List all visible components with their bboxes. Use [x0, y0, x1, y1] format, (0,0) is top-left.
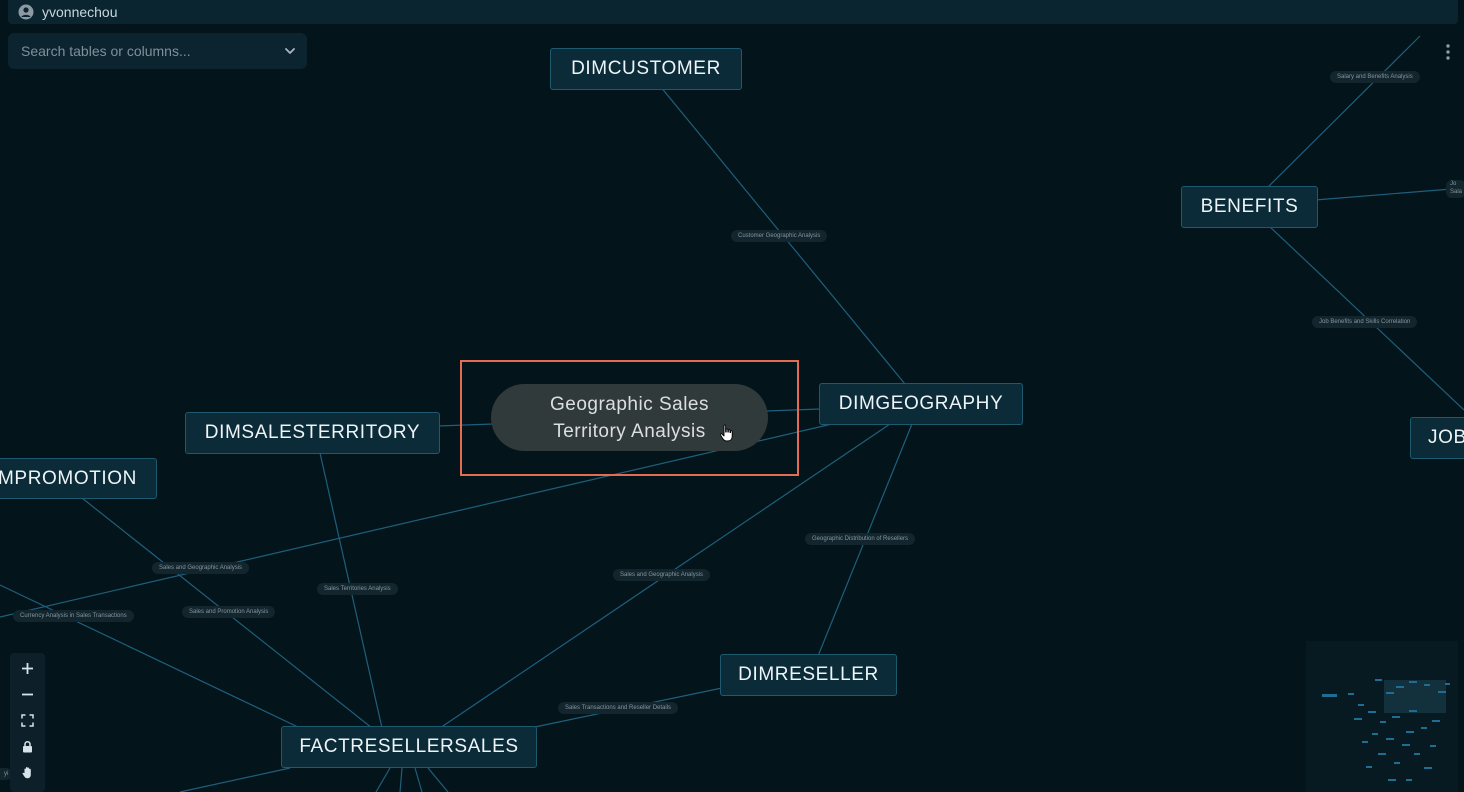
graph-controls	[10, 653, 45, 792]
edge	[765, 408, 821, 412]
minimap-node	[1394, 762, 1400, 764]
search-input[interactable]	[19, 42, 283, 60]
minimap-node	[1402, 744, 1410, 746]
minimap-node	[1438, 691, 1446, 693]
table-node-dimsalesterritory[interactable]: DIMSALESTERRITORY	[185, 412, 440, 454]
minimap-node	[1445, 683, 1450, 685]
hand-pointer-cursor-icon	[719, 424, 733, 442]
table-node-dimreseller[interactable]: DIMRESELLER	[720, 654, 897, 696]
minus-icon	[22, 693, 33, 695]
selection-highlight	[460, 360, 799, 476]
minimap-node	[1424, 684, 1430, 686]
lock-icon	[23, 740, 32, 752]
edge	[0, 423, 833, 618]
minimap-node	[1380, 721, 1386, 723]
search-box[interactable]	[8, 33, 307, 69]
minimap-node	[1421, 727, 1427, 729]
minimap-node	[1322, 694, 1337, 697]
minimap-node	[1392, 716, 1400, 718]
minimap-viewport	[1384, 680, 1446, 713]
minimap-node	[1375, 679, 1382, 681]
user-circle-icon	[18, 4, 34, 20]
user-bar[interactable]: yvonnechou	[8, 0, 1458, 24]
username: yvonnechou	[42, 4, 118, 20]
minimap-node	[1388, 779, 1396, 781]
minimap-node	[1409, 681, 1417, 683]
analysis-node-title-line1: Geographic Sales	[549, 393, 710, 415]
edge	[1314, 187, 1464, 201]
table-node-factresellersales[interactable]: FACTRESELLERSALES	[281, 726, 537, 768]
table-node-dimgeography[interactable]: DIMGEOGRAPHY	[819, 383, 1023, 425]
edge-label: Job Benefits and Skills Correlation	[1312, 316, 1418, 328]
minimap-node	[1414, 753, 1420, 755]
edge-label: Currency Analysis in Sales Transactions	[13, 610, 134, 622]
table-node-benefits[interactable]: BENEFITS	[1181, 186, 1318, 228]
minimap-node	[1432, 720, 1440, 722]
minimap-node	[1378, 753, 1386, 755]
minimap-node	[1372, 733, 1378, 735]
table-node-job[interactable]: JOB	[1410, 417, 1464, 459]
edge	[1264, 35, 1421, 191]
edge	[0, 584, 301, 729]
edge	[414, 767, 423, 792]
minimap-node	[1358, 704, 1364, 706]
minimap-node	[1348, 693, 1354, 695]
analysis-node[interactable]: Geographic Sales Territory Analysis	[491, 384, 768, 451]
edge-label: Sales Transactions and Reseller Details	[558, 702, 679, 714]
hand-icon	[22, 766, 31, 778]
plus-icon	[22, 662, 33, 674]
analysis-node-title-line2: Territory Analysis	[553, 420, 706, 442]
edge	[399, 767, 403, 792]
edge-label: yi	[0, 768, 13, 780]
fit-view-button[interactable]	[10, 707, 45, 733]
edge-label: Sales and Geographic Analysis	[613, 569, 711, 581]
minimap[interactable]	[1306, 641, 1458, 792]
edge	[375, 767, 391, 792]
minimap-node	[1424, 767, 1432, 769]
minimap-node	[1368, 711, 1376, 713]
table-node-dimcustomer[interactable]: DIMCUSTOMER	[550, 48, 742, 90]
minimap-node	[1354, 718, 1362, 720]
minimap-node	[1386, 738, 1394, 740]
edge-label: Sales Territories Analysis	[317, 583, 398, 595]
edge-label: Sales and Promotion Analysis	[182, 606, 276, 618]
zoom-out-button[interactable]	[10, 681, 45, 707]
minimap-node	[1430, 745, 1436, 747]
edge-label: Geographic Distribution of Resellers	[805, 533, 916, 545]
edge-label: Salary and Benefits Analysis	[1330, 71, 1420, 83]
edge	[179, 767, 291, 792]
minimap-node	[1366, 766, 1372, 768]
table-node-dimpromotion[interactable]: MPROMOTION	[0, 458, 157, 499]
minimap-node	[1396, 686, 1404, 688]
minimap-node	[1362, 741, 1368, 743]
pan-button[interactable]	[10, 759, 45, 785]
minimap-node	[1406, 779, 1412, 781]
minimap-node	[1409, 710, 1417, 712]
zoom-in-button[interactable]	[10, 655, 45, 681]
lock-button[interactable]	[10, 733, 45, 759]
minimap-node	[1386, 692, 1394, 694]
edge	[427, 767, 449, 792]
minimap-node	[1406, 731, 1414, 733]
chevron-down-icon[interactable]	[283, 44, 297, 58]
edge-label: Sales and Geographic Analysis	[152, 562, 250, 574]
edge-label: Customer Geographic Analysis	[731, 230, 828, 242]
fit-view-icon	[21, 713, 34, 727]
edge	[437, 423, 494, 427]
kebab-menu-icon[interactable]	[1443, 42, 1453, 64]
